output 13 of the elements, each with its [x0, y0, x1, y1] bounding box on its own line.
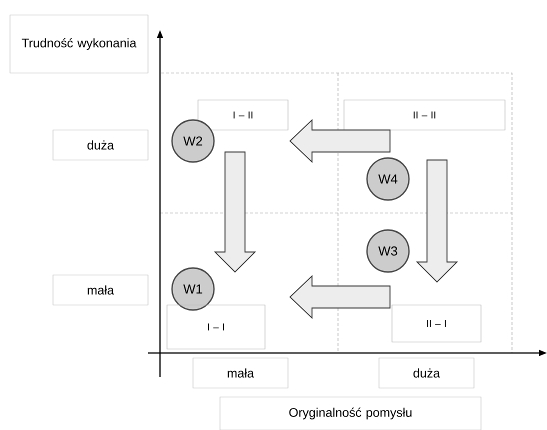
axis-value-box: duża — [52, 130, 148, 160]
quadrant-box: II – I — [392, 304, 482, 342]
quadrant-box: I – I — [166, 304, 266, 350]
block-arrow — [289, 274, 390, 320]
axis-title: Oryginalność pomysłu — [220, 396, 482, 430]
block-arrow — [289, 118, 390, 164]
axis-value-box: mała — [52, 274, 148, 306]
axis-title: Trudność wykonania — [10, 14, 148, 74]
quadrant-box: I – II — [198, 100, 288, 130]
block-arrow — [416, 160, 458, 283]
axis-value-box: mała — [192, 358, 288, 388]
axis-value-box: duża — [378, 358, 474, 388]
block-arrow — [214, 152, 256, 273]
